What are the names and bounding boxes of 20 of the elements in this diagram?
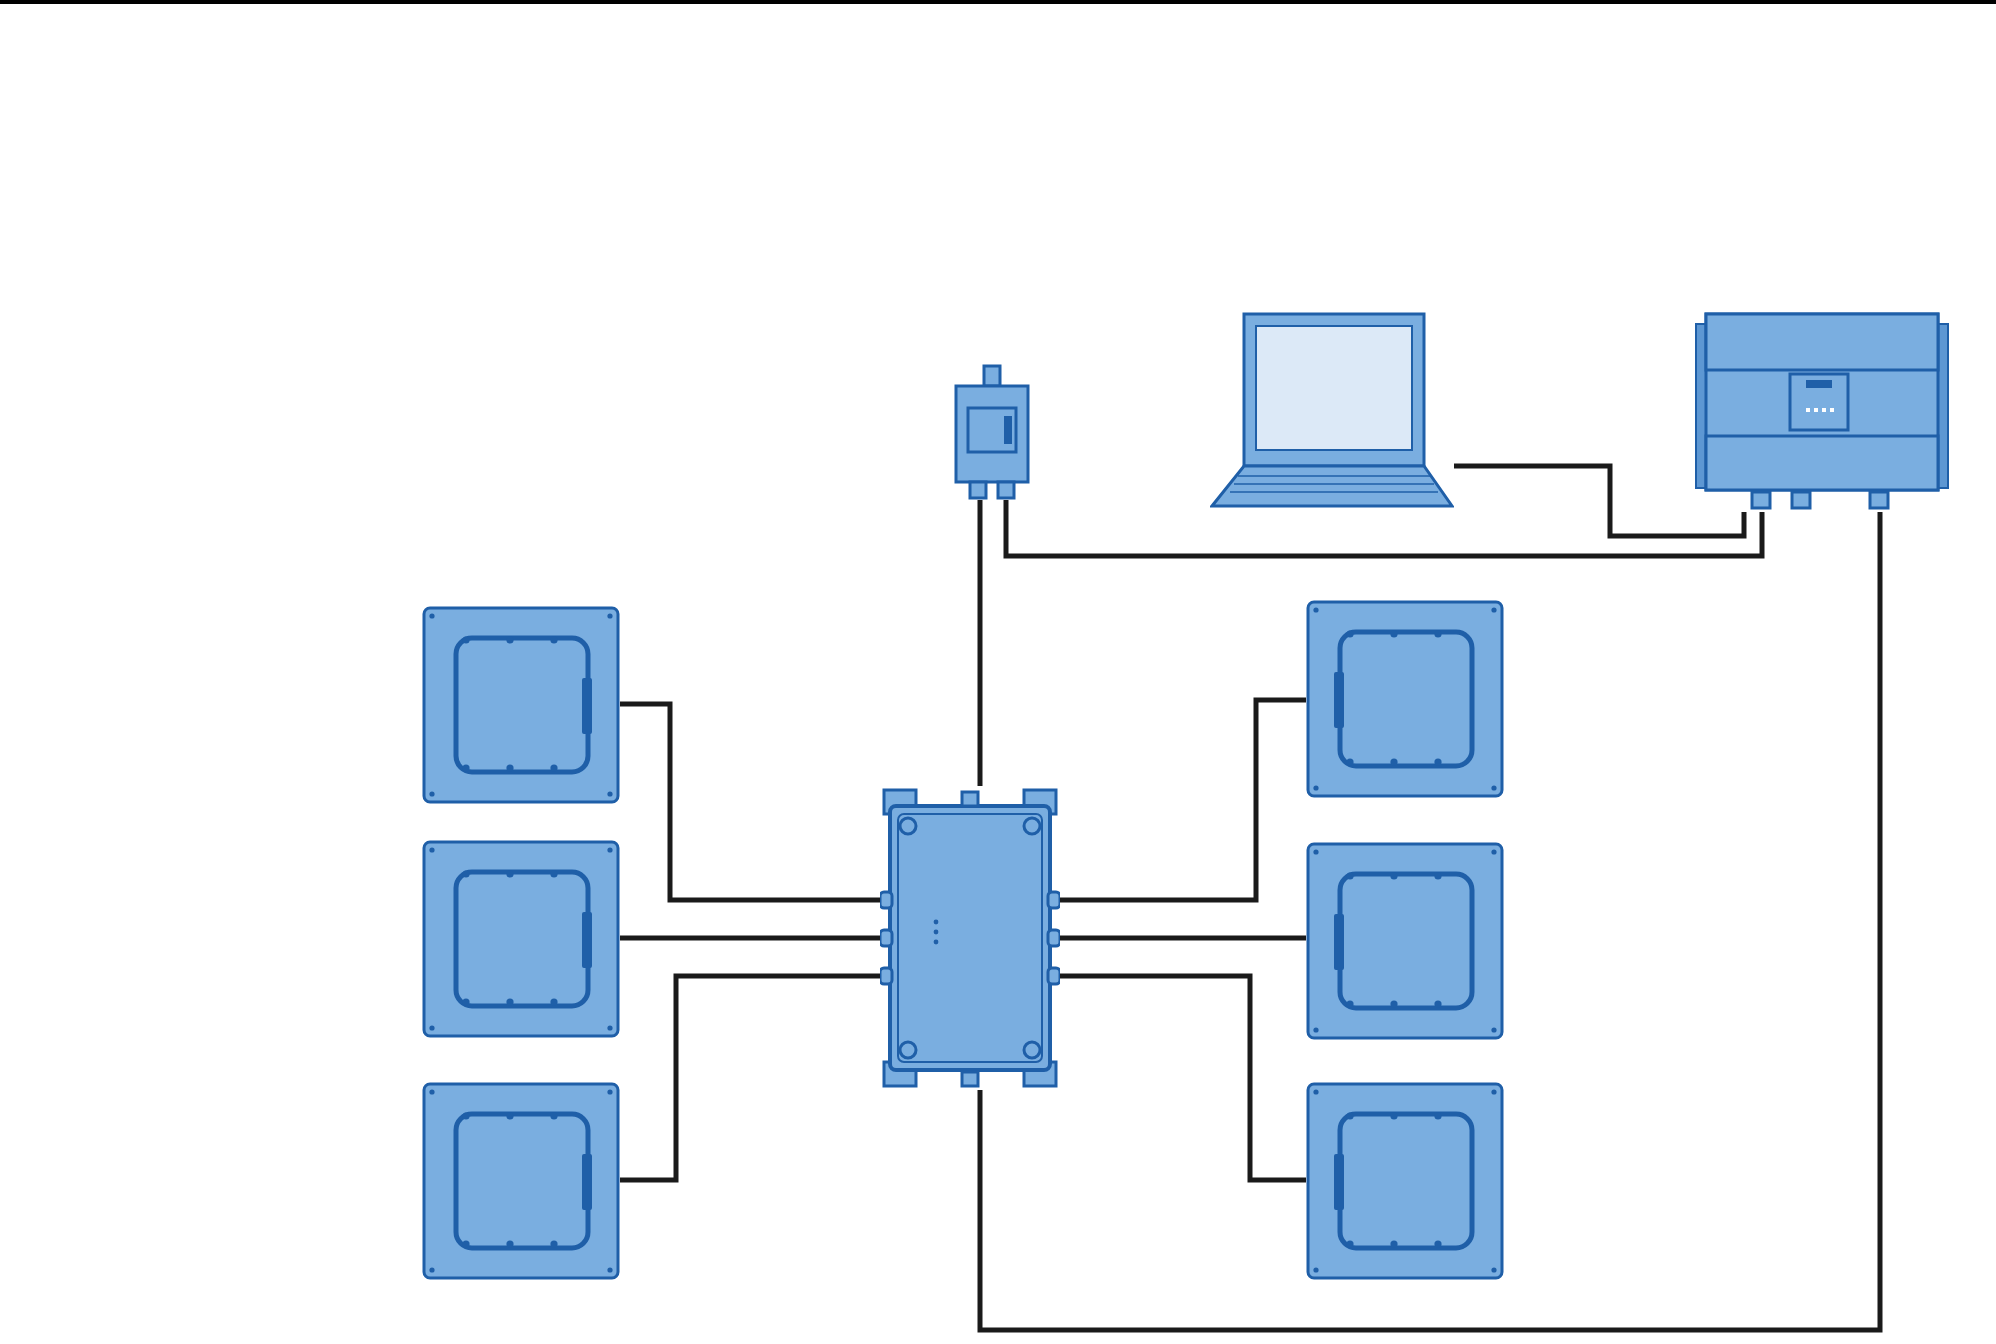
cable-line [1454, 463, 1747, 539]
antenna-panel-drawing [422, 606, 620, 804]
controller-unit-drawing [1690, 308, 1954, 512]
laptop-drawing [1210, 312, 1454, 512]
junction-module-drawing [950, 364, 1034, 500]
cable-line [620, 973, 880, 1183]
cable-line [1003, 500, 1765, 559]
antenna-panel-drawing [1306, 1082, 1504, 1280]
cable-line [977, 512, 1883, 1333]
antenna-panel-drawing [422, 1082, 620, 1280]
antenna-panel-drawing [1306, 842, 1504, 1040]
hub-box-drawing [880, 786, 1060, 1090]
cable-line [977, 500, 983, 786]
cable-line [1060, 973, 1306, 1183]
cable-line [1060, 697, 1306, 903]
antenna-panel-drawing [422, 840, 620, 1038]
cable-line [620, 701, 880, 903]
antenna-panel-drawing [1306, 600, 1504, 798]
cable-line [620, 935, 880, 941]
cable-line [1060, 935, 1306, 941]
